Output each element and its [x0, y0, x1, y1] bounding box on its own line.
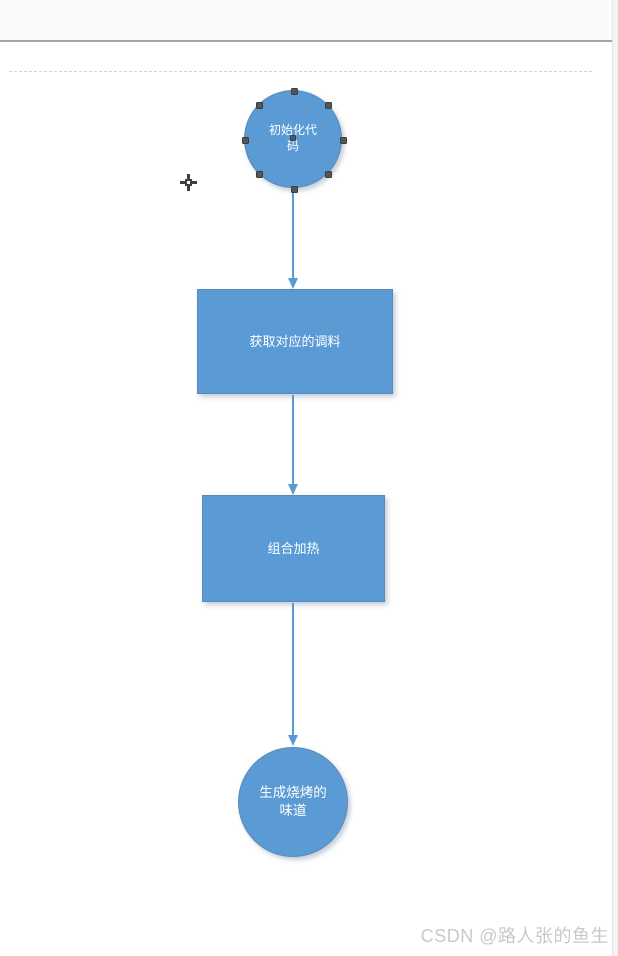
selection-handle-sw[interactable]: [256, 171, 263, 178]
connector-start-step1[interactable]: [292, 191, 294, 278]
connector-step2-end[interactable]: [292, 603, 294, 735]
selection-handle-n[interactable]: [290, 87, 298, 95]
canvas-top-gutter: [0, 0, 618, 42]
node-label: 生成烧烤的 味道: [259, 785, 327, 818]
arrowhead-down-icon: [287, 735, 298, 746]
selection-handle-nw[interactable]: [256, 102, 263, 109]
node-label: 获取对应的调料: [249, 333, 341, 349]
arrowhead-down-icon: [287, 484, 298, 495]
crosshair-cursor-icon: [180, 174, 197, 191]
watermark-text: CSDN @路人张的鱼生: [420, 926, 609, 946]
flowchart-node-start[interactable]: 初始化代 码: [241, 87, 347, 193]
flowchart-node-step1[interactable]: 获取对应的调料: [197, 289, 393, 394]
connector-step1-step2[interactable]: [292, 395, 294, 484]
canvas-right-gutter: [612, 0, 618, 956]
node-label: 初始化代 码: [268, 123, 317, 153]
selection-handle-ne[interactable]: [325, 102, 332, 109]
selection-handle-center[interactable]: [290, 135, 296, 141]
selection-handle-e[interactable]: [339, 136, 347, 144]
node-label: 组合加热: [267, 540, 320, 556]
arrowhead-down-icon: [287, 278, 298, 289]
flowchart-node-step2[interactable]: 组合加热: [202, 495, 385, 602]
selection-handle-s[interactable]: [290, 185, 298, 193]
selection-handle-se[interactable]: [325, 171, 332, 178]
selection-handle-w[interactable]: [241, 136, 249, 144]
page-break-dashed-line: [9, 71, 592, 72]
flowchart-node-end[interactable]: 生成烧烤的 味道: [238, 747, 348, 857]
